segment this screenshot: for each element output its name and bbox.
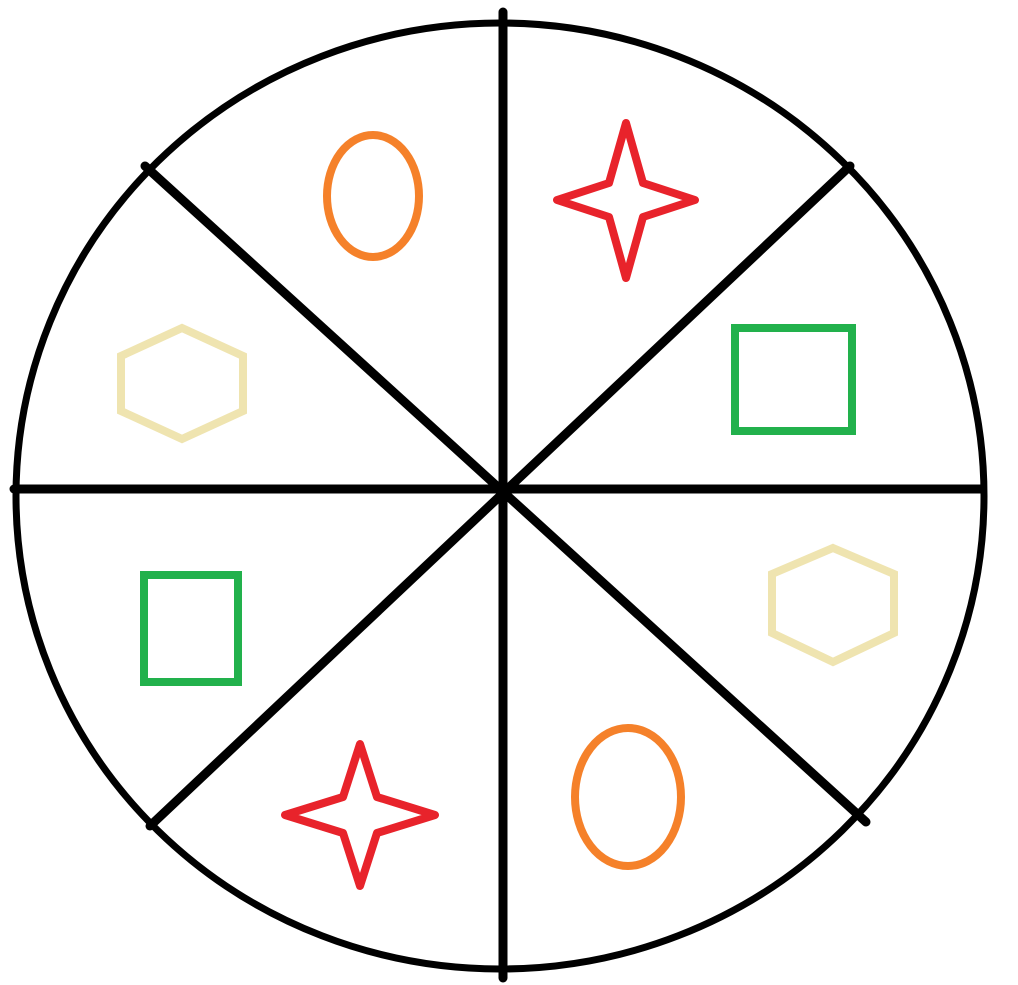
hexagon-shape-right-lower (768, 543, 898, 667)
red-star-shape-top-right (553, 119, 699, 282)
red-star-shape-bottom-left (281, 740, 439, 890)
outer-circle (12, 19, 988, 973)
center-point (497, 483, 509, 495)
orange-ellipse-shape-top-left (323, 131, 423, 261)
green-square-shape-right-upper (731, 324, 856, 435)
green-square-shape-left-lower (140, 571, 242, 686)
hexagon-shape-left-upper (117, 323, 247, 444)
divider-diagonal-up (145, 161, 855, 831)
sector-shapes (117, 119, 898, 890)
orange-ellipse-shape-bottom-right (571, 724, 685, 870)
